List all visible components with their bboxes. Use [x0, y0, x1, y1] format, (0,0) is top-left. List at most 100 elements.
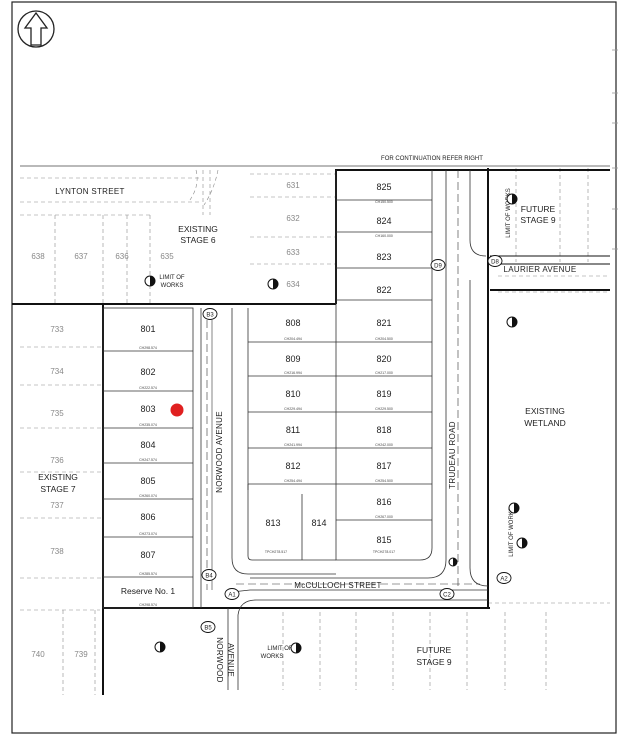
chainage-820: CH217.000: [375, 371, 393, 375]
chainage-806: CH273.074: [139, 532, 157, 536]
limit-of-works-1-l2: WORKS: [161, 283, 184, 289]
street-trudeau: TRUDEAU ROAD: [448, 421, 457, 489]
chainage-815: TPCH278.017: [373, 550, 395, 554]
area-stage9-bottom-l1: FUTURE: [417, 645, 452, 655]
chainage-803: CH235.074: [139, 423, 157, 427]
control-point-icon: [516, 537, 528, 549]
chainage-810: CH229.494: [284, 407, 302, 411]
lot-821: 821: [376, 318, 391, 328]
reserve-label: Reserve No. 1: [121, 586, 176, 596]
chainage-811: CH241.994: [284, 443, 302, 447]
lot-803: 803: [140, 404, 155, 414]
margin-marks: [612, 49, 618, 250]
lot-819: 819: [376, 389, 391, 399]
lot-804: 804: [140, 440, 155, 450]
drawing-frame: [11, 1, 617, 734]
existing-lot-638: 638: [31, 252, 45, 261]
chainage-801: CH298.574: [139, 346, 157, 350]
lot-822: 822: [376, 285, 391, 295]
chainage-816: CH267.000: [375, 515, 393, 519]
lot-816: 816: [376, 497, 391, 507]
area-wetland-l1: EXISTING: [525, 406, 565, 416]
control-point-icon: [448, 557, 458, 567]
existing-lot-lines: [20, 168, 610, 695]
control-point-icon: [290, 642, 302, 654]
lot-806: 806: [140, 512, 155, 522]
chainage-809: CH216.994: [284, 371, 302, 375]
lot-802: 802: [140, 367, 155, 377]
control-point-icon: [506, 193, 518, 205]
street-norwood: NORWOOD AVENUE: [215, 411, 224, 493]
control-point-icon: [154, 641, 166, 653]
lot-808: 808: [285, 318, 300, 328]
street-norwood-south-2: AVENUE: [226, 643, 235, 677]
existing-lot-737: 737: [50, 501, 64, 510]
survey-nodes: B3 B4 B5 A1 A2 C2 D8 D9: [200, 255, 512, 633]
area-stage7-l1: EXISTING: [38, 472, 78, 482]
street-norwood-south-1: NORWOOD: [215, 637, 224, 683]
chainage-817: CH254.500: [375, 479, 393, 483]
limit-of-works-2-l1: LIMIT OF: [267, 646, 293, 652]
street-laurier: LAURIER AVENUE: [504, 265, 577, 274]
stage-boundary: [12, 168, 610, 695]
chainage-821: CH204.500: [375, 337, 393, 341]
existing-lot-634: 634: [286, 280, 300, 289]
lot-825: 825: [376, 182, 391, 192]
street-mcculloch: McCULLOCH STREET: [294, 581, 381, 590]
existing-lot-637: 637: [74, 252, 88, 261]
area-stage7-l2: STAGE 7: [40, 484, 76, 494]
chainage-802: CH222.574: [139, 386, 157, 390]
node-b3: B3: [206, 313, 214, 319]
area-stage9-bottom-l2: STAGE 9: [416, 657, 452, 667]
chainage-818: CH242.000: [375, 443, 393, 447]
existing-lot-740: 740: [31, 650, 45, 659]
area-stage6-l2: STAGE 6: [180, 235, 216, 245]
lot-809: 809: [285, 354, 300, 364]
limit-of-works-4: LIMIT OF WORKS: [506, 188, 512, 238]
node-b5: B5: [204, 626, 212, 632]
lot-815: 815: [376, 535, 391, 545]
node-d9: D9: [434, 264, 442, 270]
lot-812: 812: [285, 461, 300, 471]
existing-lot-734: 734: [50, 367, 64, 376]
existing-lot-632: 632: [286, 214, 300, 223]
lot-814: 814: [311, 518, 326, 528]
area-stage9-top-l1: FUTURE: [521, 204, 556, 214]
control-point-icon: [506, 316, 518, 328]
chainage-812: CH254.494: [284, 479, 302, 483]
control-point-icon: [144, 275, 156, 287]
existing-lot-736: 736: [50, 456, 64, 465]
lot-811: 811: [286, 425, 300, 435]
node-b4: B4: [205, 574, 213, 580]
trudeau-road: [231, 170, 489, 616]
area-stage6-l1: EXISTING: [178, 224, 218, 234]
existing-lot-633: 633: [286, 248, 300, 257]
node-c2: C2: [443, 593, 451, 599]
limit-of-works-3: LIMIT OF WORKS: [509, 507, 515, 557]
node-a2: A2: [500, 577, 508, 583]
lot-817: 817: [376, 461, 391, 471]
area-stage9-top-l2: STAGE 9: [520, 215, 556, 225]
control-point-markers: [144, 193, 528, 654]
chainage-807: CH285.574: [139, 572, 157, 576]
chainage-808: CH204.494: [284, 337, 302, 341]
control-point-icon: [267, 278, 279, 290]
node-d8: D8: [491, 260, 499, 266]
chainage-805: CH260.074: [139, 494, 157, 498]
street-lynton: LYNTON STREET: [55, 187, 124, 196]
chainage-top-1: CH150.500: [375, 200, 393, 204]
selected-lot-marker: [170, 403, 184, 417]
limit-of-works-1-l1: LIMIT OF: [159, 275, 185, 281]
chainage-reserve: CH298.574: [139, 603, 157, 607]
existing-lot-635: 635: [160, 252, 174, 261]
control-point-icon: [508, 502, 520, 514]
north-arrow-icon: [17, 10, 55, 48]
limit-of-works-2-l2: WORKS: [261, 654, 284, 660]
existing-lot-735: 735: [50, 409, 64, 418]
norwood-avenue-road: [200, 308, 239, 690]
lot-801: 801: [140, 324, 155, 334]
lot-823: 823: [376, 252, 391, 262]
lot-820: 820: [376, 354, 391, 364]
chainage-819: CH229.500: [375, 407, 393, 411]
